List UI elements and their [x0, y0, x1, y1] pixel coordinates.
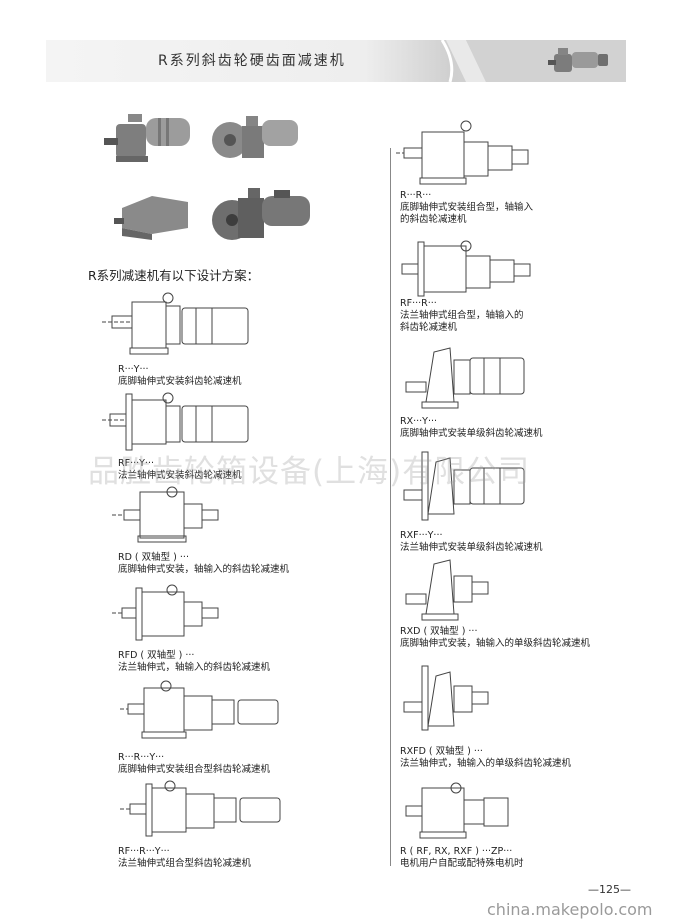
model-desc: 底脚轴伸式安装单级斜齿轮减速机 [400, 428, 543, 439]
model-code: R···R···Y··· [118, 752, 165, 763]
model-code: RX···Y··· [400, 416, 438, 427]
caption-rf-r-y: RF···R···Y··· 法兰轴伸式组合型斜齿轮减速机 [118, 846, 251, 870]
model-desc-line1: 底脚轴伸式安装组合型，轴输入 [400, 202, 534, 213]
gearbox-photo-3 [114, 196, 188, 240]
drawing-r-y [102, 292, 249, 355]
model-desc-line2: 斜齿轮减速机 [400, 322, 458, 333]
page-title: R系列斜齿轮硬齿面减速机 [158, 53, 346, 69]
drawing-rfd [112, 584, 219, 641]
model-desc: 底脚轴伸式安装，轴输入的单级斜齿轮减速机 [400, 638, 591, 649]
model-code: R···R··· [400, 190, 432, 201]
drawing-r-r [396, 120, 529, 185]
design-options-heading: R系列减速机有以下设计方案： [88, 268, 260, 283]
model-desc: 法兰轴伸式，轴输入的斜齿轮减速机 [118, 662, 271, 673]
model-code: RF···R··· [400, 298, 437, 309]
gearbox-photo-1 [104, 114, 190, 162]
gearbox-photo-4 [212, 188, 310, 240]
caption-r-zp: R ( RF, RX, RXF ) ···ZP··· 电机用户自配或配特殊电机时 [400, 846, 524, 870]
caption-rfd: RFD ( 双轴型 ) ··· 法兰轴伸式，轴输入的斜齿轮减速机 [118, 650, 270, 674]
model-code: RF···R···Y··· [118, 846, 170, 857]
site-watermark: china.makepolo.com [487, 900, 653, 919]
drawing-rxf-y [403, 451, 525, 521]
page-number: —125— [588, 883, 631, 896]
drawing-r-r-y [120, 680, 279, 739]
drawing-rx-y [405, 347, 525, 409]
model-code: RXFD ( 双轴型 ) ··· [400, 746, 483, 757]
model-desc-line2: 的斜齿轮减速机 [400, 214, 467, 225]
model-desc: 电机用户自配或配特殊电机时 [400, 858, 524, 869]
model-desc: 底脚轴伸式安装，轴输入的斜齿轮减速机 [118, 564, 290, 575]
model-desc: 法兰轴伸式组合型斜齿轮减速机 [118, 858, 252, 869]
model-code: RXF···Y··· [400, 530, 443, 541]
caption-rxd: RXD ( 双轴型 ) ··· 底脚轴伸式安装，轴输入的单级斜齿轮减速机 [400, 626, 590, 650]
drawing-rf-y [102, 392, 249, 451]
caption-rd: RD ( 双轴型 ) ··· 底脚轴伸式安装，轴输入的斜齿轮减速机 [118, 552, 289, 576]
drawing-r-zp [405, 782, 509, 839]
model-code: RFD ( 双轴型 ) ··· [118, 650, 195, 661]
drawing-rf-r [401, 240, 531, 297]
drawing-rd [112, 486, 219, 543]
banner-gearbox-icon [548, 48, 608, 72]
company-watermark: 品胜齿轮箱设备(上海)有限公司 [88, 454, 531, 490]
model-desc-line1: 法兰轴伸式组合型，轴输入的 [400, 310, 524, 321]
caption-rxf-y: RXF···Y··· 法兰轴伸式安装单级斜齿轮减速机 [400, 530, 543, 554]
model-desc: 法兰轴伸式，轴输入的单级斜齿轮减速机 [400, 758, 572, 769]
model-desc: 底脚轴伸式安装斜齿轮减速机 [118, 376, 242, 387]
caption-r-y: R···Y··· 底脚轴伸式安装斜齿轮减速机 [118, 364, 242, 388]
caption-r-r: R···R··· 底脚轴伸式安装组合型，轴输入 的斜齿轮减速机 [400, 190, 533, 226]
model-desc: 法兰轴伸式安装斜齿轮减速机 [118, 470, 242, 481]
drawing-rxfd [403, 665, 489, 731]
model-code: R ( RF, RX, RXF ) ···ZP··· [400, 846, 513, 857]
gearbox-photo-2 [212, 116, 298, 158]
caption-rf-y: RF···Y··· 法兰轴伸式安装斜齿轮减速机 [118, 458, 242, 482]
model-desc: 底脚轴伸式安装组合型斜齿轮减速机 [118, 764, 271, 775]
model-code: RD ( 双轴型 ) ··· [118, 552, 189, 563]
header-banner [46, 40, 626, 82]
model-code: RF···Y··· [118, 458, 154, 469]
caption-r-r-y: R···R···Y··· 底脚轴伸式安装组合型斜齿轮减速机 [118, 752, 270, 776]
drawing-rf-r-y [120, 780, 281, 837]
caption-rxfd: RXFD ( 双轴型 ) ··· 法兰轴伸式，轴输入的单级斜齿轮减速机 [400, 746, 571, 770]
model-code: RXD ( 双轴型 ) ··· [400, 626, 478, 637]
drawing-rxd [405, 559, 489, 621]
right-column-divider [390, 148, 391, 866]
caption-rx-y: RX···Y··· 底脚轴伸式安装单级斜齿轮减速机 [400, 416, 543, 440]
caption-rf-r: RF···R··· 法兰轴伸式组合型，轴输入的 斜齿轮减速机 [400, 298, 524, 334]
model-desc: 法兰轴伸式安装单级斜齿轮减速机 [400, 542, 543, 553]
model-code: R···Y··· [118, 364, 149, 375]
